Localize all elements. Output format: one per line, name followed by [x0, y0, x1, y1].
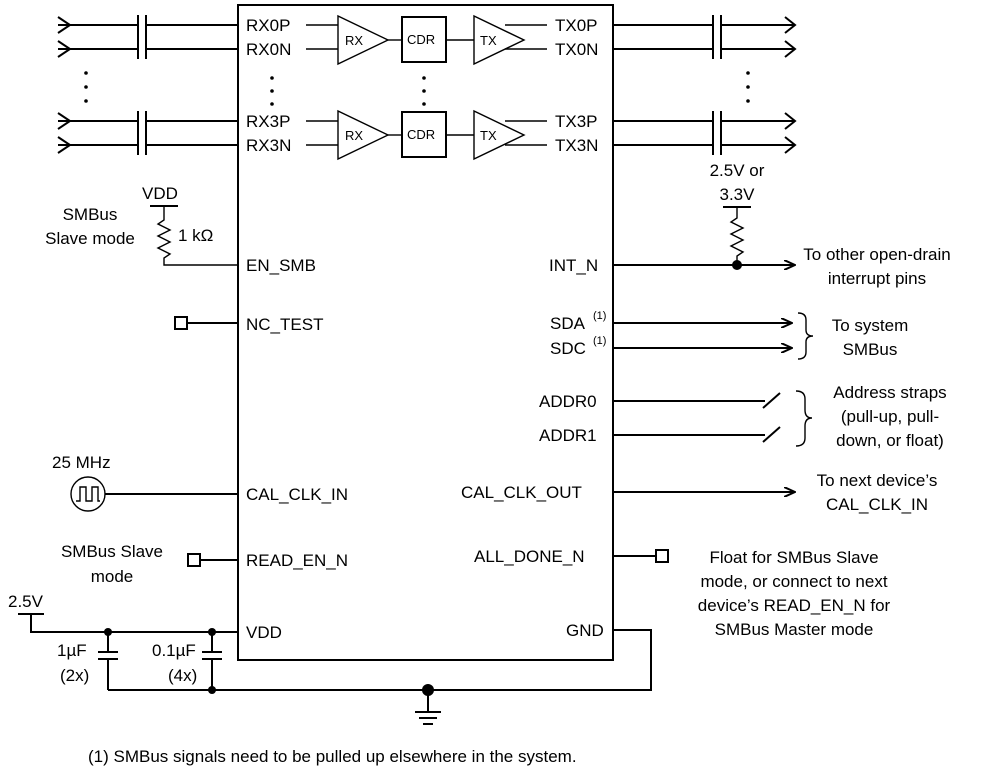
tx-amplifier — [473, 109, 526, 161]
pin-vdd: VDD — [246, 623, 282, 642]
decoupling-capacitor-1uf — [98, 632, 118, 690]
pin-rx3p: RX3P — [246, 112, 290, 131]
ellipsis-dots — [422, 76, 426, 106]
pin-en-smb: EN_SMB — [246, 256, 316, 275]
nc-test-pad — [174, 316, 188, 330]
ellipsis-dots — [746, 71, 750, 103]
pin-gnd: GND — [566, 621, 604, 640]
coupling-capacitor — [712, 15, 722, 59]
ellipsis-dots — [270, 76, 274, 106]
cap2-count: (4x) — [168, 666, 197, 685]
int-note-line1: To other open-drain — [803, 245, 950, 264]
strap-switch — [762, 426, 781, 443]
sdc-footnote-marker: (1) — [593, 335, 606, 347]
rx-label: RX — [345, 33, 363, 48]
pullup-voltage-line2: 3.3V — [720, 185, 756, 204]
ground-icon — [415, 690, 441, 725]
pin-tx3n: TX3N — [555, 136, 598, 155]
coupling-capacitor — [712, 111, 722, 155]
smbus-note-line2: SMBus — [843, 340, 898, 359]
cal-clk-note-line2: CAL_CLK_IN — [826, 495, 928, 514]
cal-clk-note-line1: To next device’s — [817, 471, 938, 490]
pin-sdc: SDC — [550, 339, 586, 358]
read-en-pad — [187, 553, 201, 567]
all-done-note-line3: device’s READ_EN_N for — [698, 596, 891, 615]
pin-tx3p: TX3P — [555, 112, 598, 131]
sda-footnote-marker: (1) — [593, 310, 606, 322]
pin-int-n: INT_N — [549, 256, 598, 275]
addr-note-line3: down, or float) — [836, 431, 944, 450]
pin-tx0p: TX0P — [555, 16, 598, 35]
addr-note-line2: (pull-up, pull- — [841, 407, 939, 426]
pullup-voltage-line1: 2.5V or — [710, 161, 765, 180]
ic-body — [237, 4, 614, 661]
junction-dot — [208, 686, 216, 694]
pin-all-done-n: ALL_DONE_N — [474, 547, 585, 566]
address-brace — [795, 390, 813, 447]
cdr-label: CDR — [407, 32, 435, 47]
cdr-label: CDR — [407, 127, 435, 142]
lane3-signal-path: RX CDR TX — [306, 109, 547, 161]
strap-switch — [762, 392, 781, 409]
tx-label: TX — [480, 128, 497, 143]
read-en-note-line2: mode — [91, 567, 134, 586]
lane0-signal-path: RX CDR TX — [306, 14, 547, 66]
pin-tx0n: TX0N — [555, 40, 598, 59]
cap1-value: 1µF — [57, 641, 87, 660]
decoupling-capacitor-0.1uf — [202, 632, 222, 690]
int-note-line2: interrupt pins — [828, 269, 926, 288]
resistor-symbol — [156, 206, 238, 266]
pin-sda: SDA — [550, 314, 586, 333]
all-done-note-line4: SMBus Master mode — [715, 620, 874, 639]
clock-source-icon — [70, 476, 106, 512]
pin-rx0n: RX0N — [246, 40, 291, 59]
all-done-pad — [655, 549, 669, 563]
vdd-label: VDD — [142, 184, 178, 203]
smbus-slave-mode-note-line1: SMBus — [63, 205, 118, 224]
pullup-resistor-symbol — [729, 207, 745, 265]
all-done-note-line1: Float for SMBus Slave — [709, 548, 878, 567]
coupling-capacitor — [137, 15, 147, 59]
clock-frequency-label: 25 MHz — [52, 453, 111, 472]
pin-nc-test: NC_TEST — [246, 315, 323, 334]
junction-dot — [732, 260, 742, 270]
output-lanes — [613, 15, 797, 155]
footnote: (1) SMBus signals need to be pulled up e… — [88, 747, 577, 766]
pin-cal-clk-out: CAL_CLK_OUT — [461, 483, 582, 502]
pin-rx0p: RX0P — [246, 16, 290, 35]
pin-addr0: ADDR0 — [539, 392, 597, 411]
read-en-note-line1: SMBus Slave — [61, 542, 163, 561]
smbus-note-line1: To system — [832, 316, 909, 335]
cap2-value: 0.1µF — [152, 641, 196, 660]
tx-label: TX — [480, 33, 497, 48]
pin-cal-clk-in: CAL_CLK_IN — [246, 485, 348, 504]
smbus-brace — [797, 312, 814, 360]
pin-read-en-n: READ_EN_N — [246, 551, 348, 570]
resistor-value: 1 kΩ — [178, 226, 213, 245]
ellipsis-dots — [84, 71, 88, 103]
pin-rx3n: RX3N — [246, 136, 291, 155]
rx-amplifier — [337, 14, 390, 66]
pin-addr1: ADDR1 — [539, 426, 597, 445]
coupling-capacitor — [137, 111, 147, 155]
supply-voltage-label: 2.5V — [8, 592, 44, 611]
input-lanes — [57, 15, 238, 155]
rx-amplifier — [337, 109, 390, 161]
rx-label: RX — [345, 128, 363, 143]
smbus-slave-mode-note-line2: Slave mode — [45, 229, 135, 248]
tx-amplifier — [473, 14, 526, 66]
addr-note-line1: Address straps — [833, 383, 946, 402]
cap1-count: (2x) — [60, 666, 89, 685]
all-done-note-line2: mode, or connect to next — [700, 572, 887, 591]
